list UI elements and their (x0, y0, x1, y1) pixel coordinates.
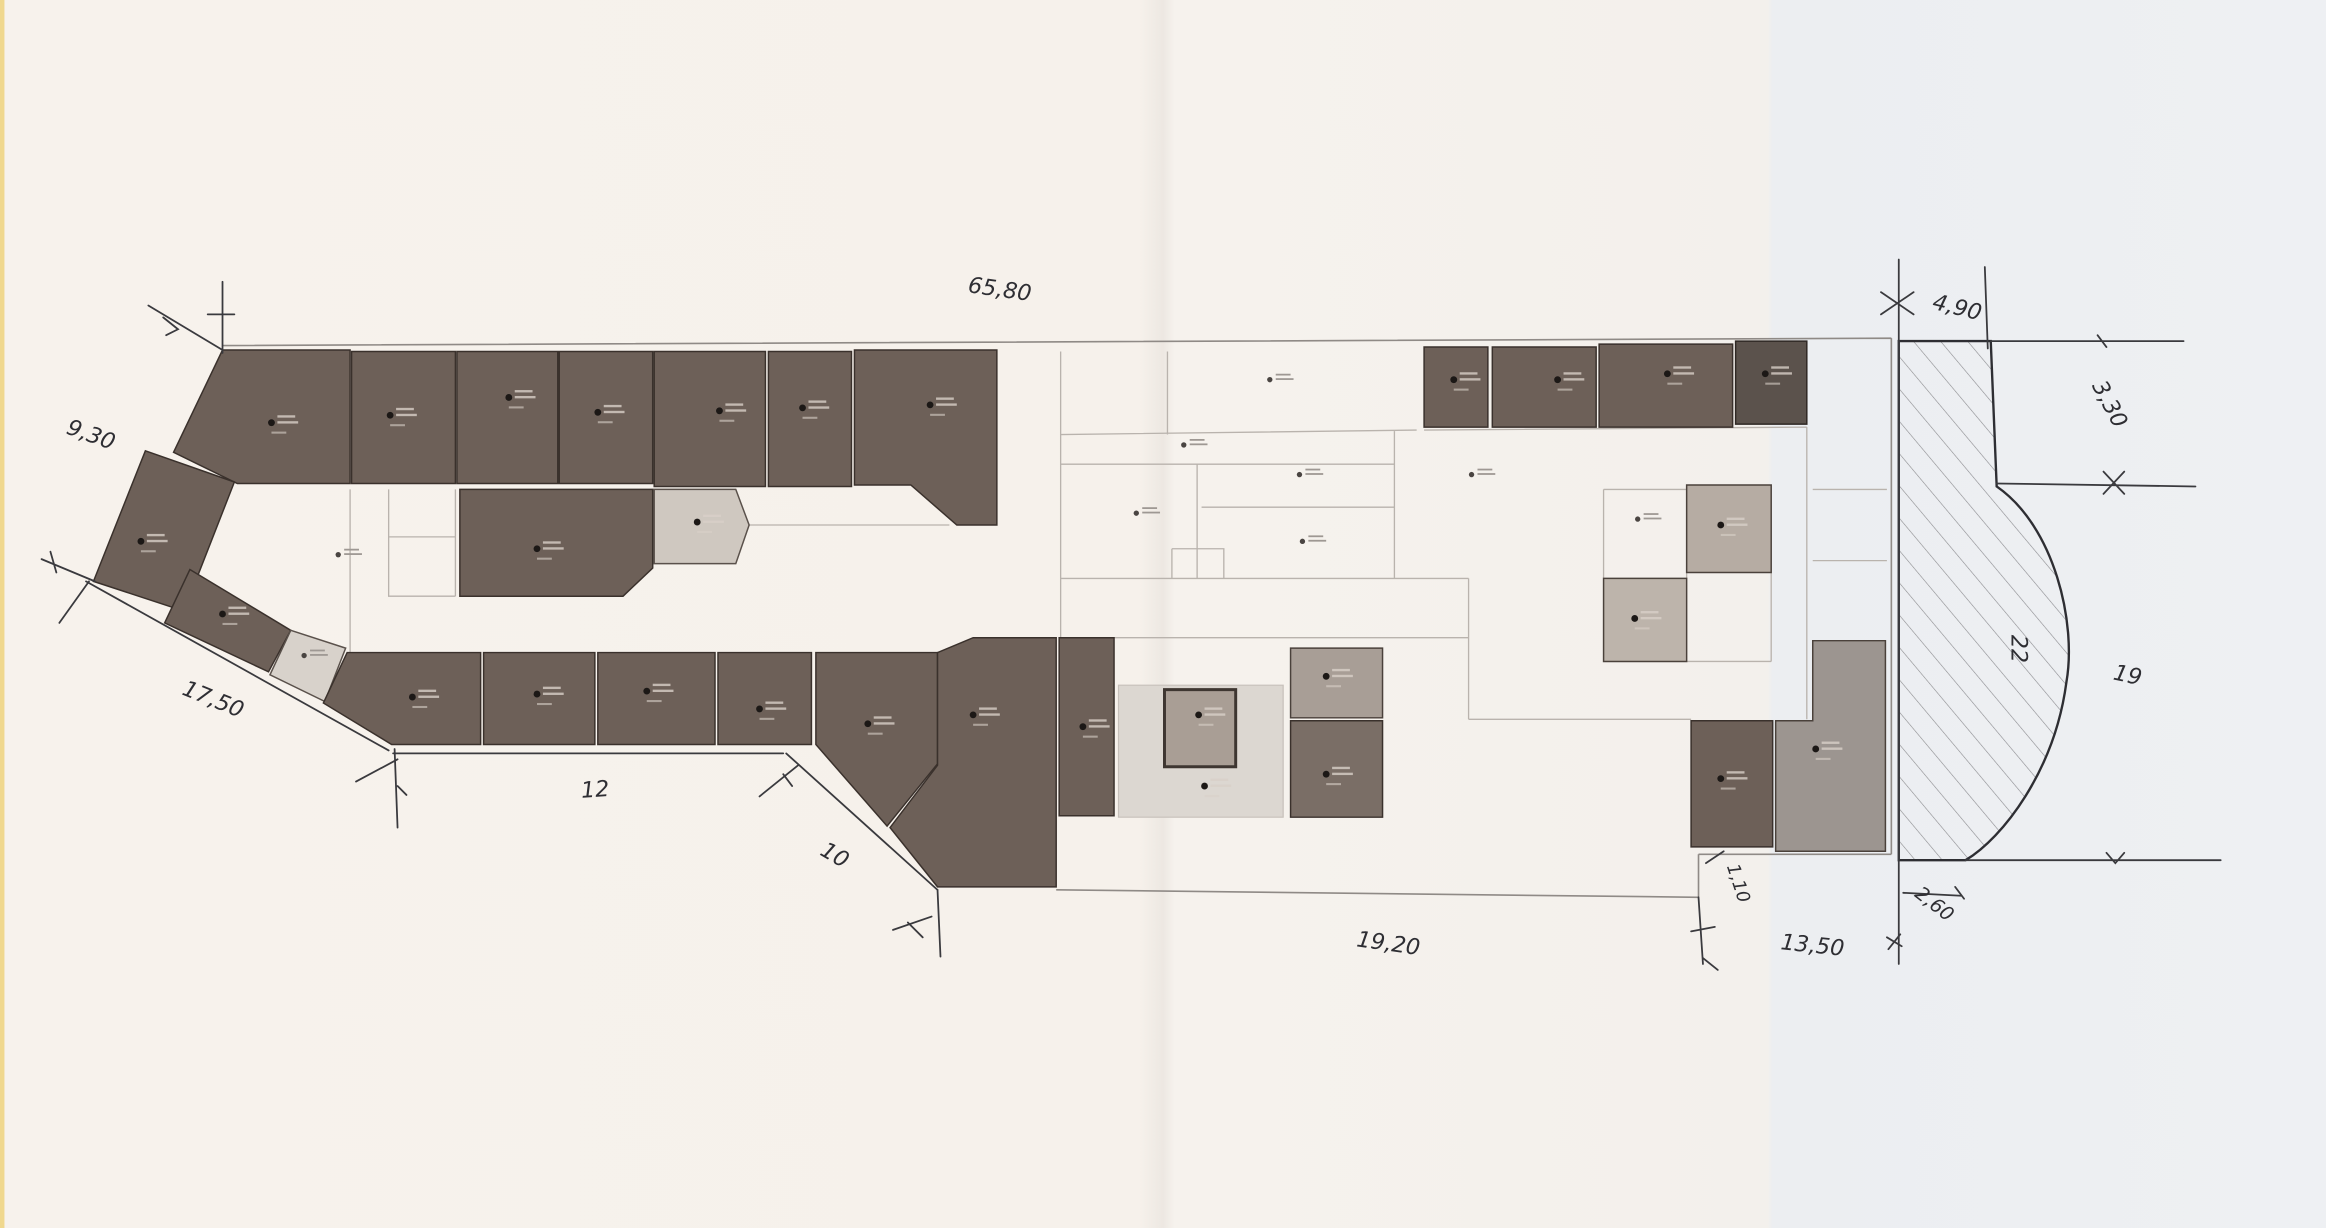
rooms-bottom-row (322, 636, 1115, 888)
room (1058, 636, 1115, 817)
interior-walls (349, 351, 1887, 720)
room (889, 636, 1057, 888)
room (653, 488, 750, 565)
dimension-label: 12 (580, 776, 610, 804)
room (558, 350, 654, 485)
room (172, 349, 351, 485)
room (653, 350, 767, 488)
room (350, 350, 457, 485)
room (1690, 720, 1774, 848)
dimension-label: 22 (2006, 635, 2032, 663)
room (163, 568, 292, 673)
room (456, 350, 559, 485)
room (1598, 343, 1734, 428)
room (1491, 346, 1597, 428)
dimension-label: 19 (2111, 660, 2144, 691)
room (1774, 639, 1887, 853)
dimension-lines (40, 258, 2222, 971)
room (767, 350, 853, 488)
room (1685, 484, 1772, 574)
rooms-left-wing (92, 449, 347, 703)
room (853, 349, 998, 526)
paper-edge (0, 0, 5, 1228)
room (597, 651, 716, 746)
room (717, 651, 813, 746)
rooms-right (1117, 340, 1887, 853)
room (1163, 688, 1238, 769)
room (322, 651, 482, 746)
dimension-label: 13,50 (1779, 929, 1845, 962)
room (815, 651, 939, 828)
room (1289, 647, 1384, 719)
room (1423, 346, 1489, 428)
hatched-area (1897, 339, 2070, 862)
room (482, 651, 596, 746)
rooms-top-row (172, 349, 998, 526)
building-outline (222, 337, 1893, 899)
room (1602, 577, 1688, 663)
